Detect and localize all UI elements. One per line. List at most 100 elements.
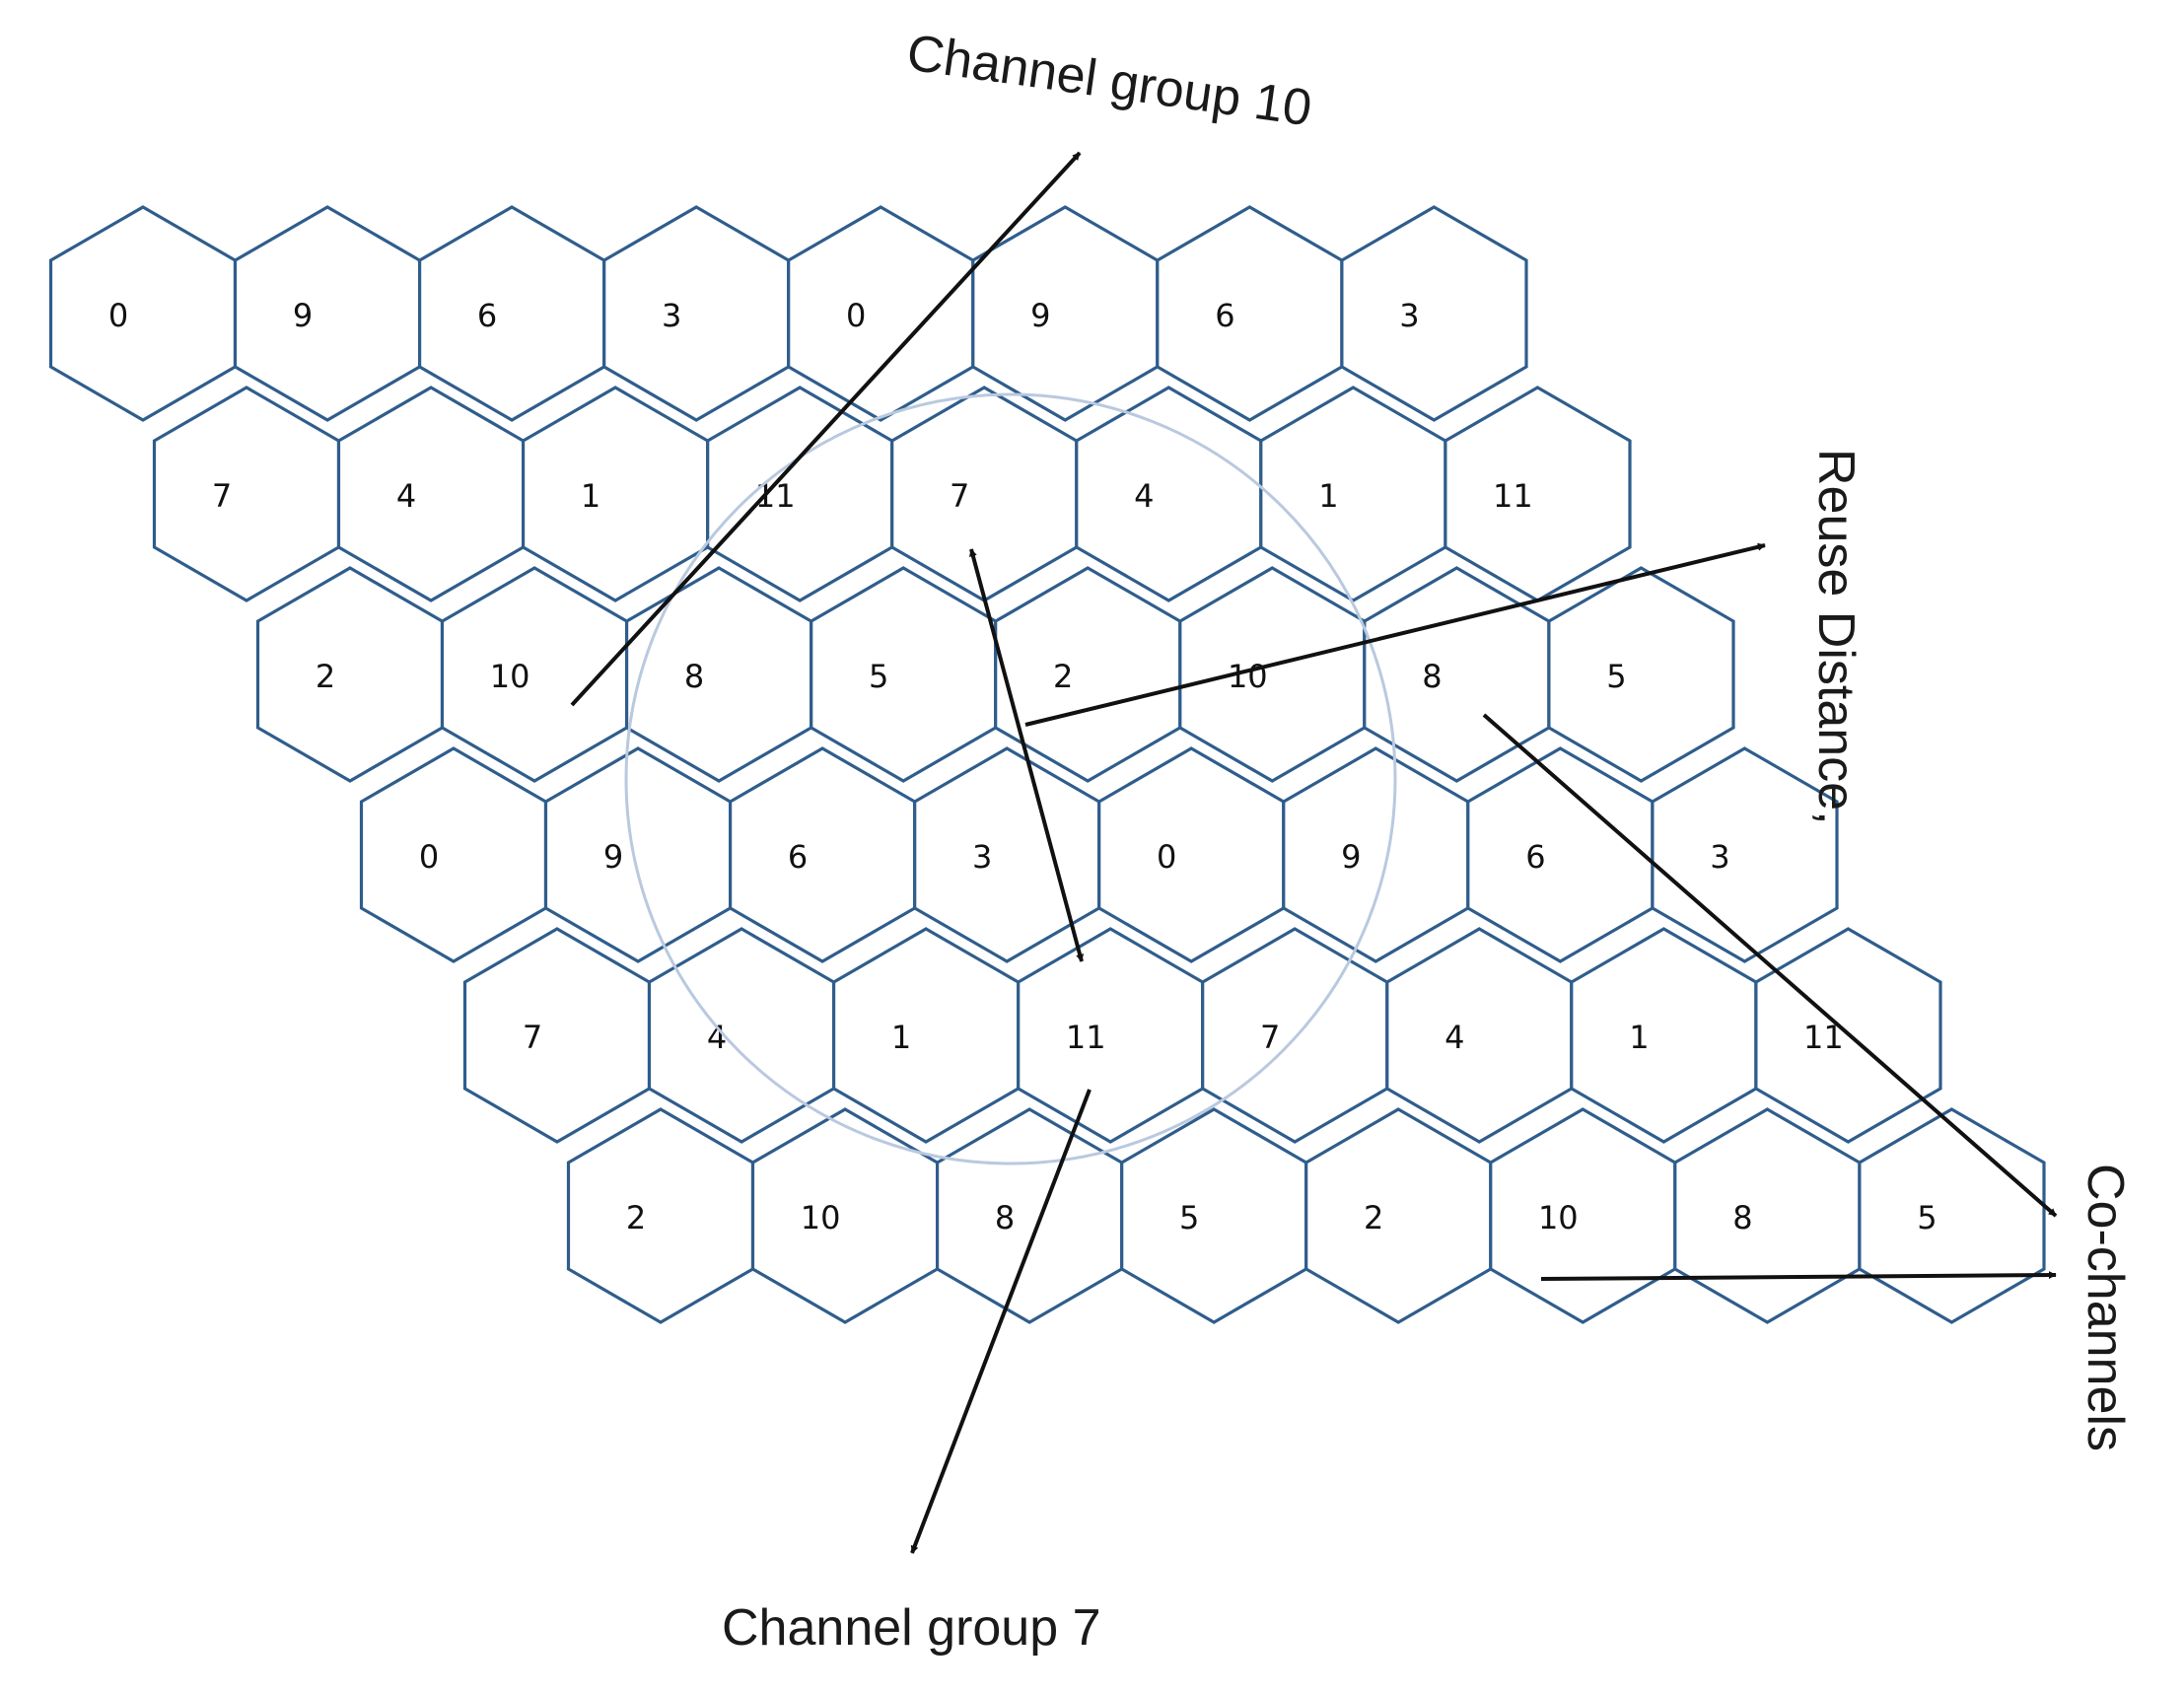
hex-cell-label: 1 xyxy=(581,477,600,515)
label-channel-group-7: Channel group 7 xyxy=(722,1599,1101,1657)
hex-cell xyxy=(233,205,422,422)
hex-cell-label: 7 xyxy=(212,477,232,515)
hex-cell xyxy=(336,386,526,602)
hex-cell-label: 7 xyxy=(950,477,969,515)
hex-cell-label: 0 xyxy=(419,838,439,876)
hex-cell-label: 6 xyxy=(477,297,497,334)
hex-cell-label: 2 xyxy=(316,658,335,695)
hex-cell xyxy=(1547,566,1735,783)
hex-cell-label: 1 xyxy=(1629,1019,1649,1056)
hex-cell-label: 7 xyxy=(1260,1019,1280,1056)
arrow-reuse-distance xyxy=(1024,542,1766,727)
hex-cell xyxy=(935,1107,1124,1324)
label-co-channels: Co-channels xyxy=(2077,1164,2134,1451)
hex-cell xyxy=(810,566,998,783)
hex-cell-label: 4 xyxy=(396,477,416,515)
hex-cell xyxy=(787,205,975,422)
hex-cell xyxy=(1651,746,1839,963)
hex-cell-label: 1 xyxy=(891,1019,911,1056)
hex-cell xyxy=(831,927,1021,1144)
hex-cell xyxy=(1156,205,1344,422)
label-reuse-distance: Reuse Distance, xyxy=(1807,449,1865,825)
hex-cell xyxy=(359,746,548,963)
hex-cell-label: 6 xyxy=(1525,838,1545,876)
hex-cell xyxy=(1282,746,1470,963)
hex-cell-label: 9 xyxy=(1341,838,1361,876)
arrow-reuse-distance-span xyxy=(968,548,1085,962)
hex-cell xyxy=(1120,1107,1308,1324)
hex-cell xyxy=(602,205,791,422)
hex-cell xyxy=(566,1107,755,1324)
hex-cell-label: 10 xyxy=(1538,1199,1579,1236)
hex-cell-label: 3 xyxy=(1710,838,1729,876)
hex-cell xyxy=(48,205,238,422)
hex-cell-label: 1 xyxy=(1318,477,1338,515)
hex-cell-label: 6 xyxy=(788,838,808,876)
hex-cell-label: 5 xyxy=(1179,1199,1199,1236)
hex-cell xyxy=(1570,927,1758,1144)
hex-cell xyxy=(890,386,1079,602)
hex-cell-label: 4 xyxy=(1134,477,1154,515)
hex-cell xyxy=(152,386,341,602)
hex-cell-label: 0 xyxy=(846,297,866,334)
hex-cell-label: 3 xyxy=(972,838,992,876)
arrow-channel-group-7 xyxy=(910,1089,1092,1554)
hex-cell-label: 3 xyxy=(662,297,681,334)
hex-cell-label: 3 xyxy=(1399,297,1419,334)
hex-cell-label: 10 xyxy=(801,1199,841,1236)
hex-cell xyxy=(1385,927,1574,1144)
hex-cell-label: 4 xyxy=(707,1019,727,1056)
hex-cell xyxy=(647,927,836,1144)
hex-cell-label: 9 xyxy=(603,838,623,876)
hex-cell-label: 5 xyxy=(869,658,888,695)
hex-cell-label: 2 xyxy=(1364,1199,1383,1236)
hex-cell xyxy=(624,566,813,783)
hex-cell xyxy=(418,205,606,422)
hex-cell xyxy=(1075,386,1263,602)
hex-cell-label: 0 xyxy=(1157,838,1176,876)
hex-cell xyxy=(728,746,917,963)
hex-cell-label: 10 xyxy=(1228,658,1268,695)
hex-cell xyxy=(521,386,710,602)
hex-cell-label: 8 xyxy=(1732,1199,1752,1236)
hex-cell-label: 11 xyxy=(1493,477,1533,515)
hex-cell xyxy=(1444,386,1632,602)
hex-cell xyxy=(1673,1107,1862,1324)
hex-cell xyxy=(1340,205,1528,422)
hex-cell xyxy=(1201,927,1389,1144)
arrow-co-channels-2 xyxy=(1540,1271,2057,1281)
hex-cell xyxy=(1858,1107,2046,1324)
hex-cell xyxy=(1304,1107,1493,1324)
hex-cell xyxy=(1178,566,1367,783)
hex-cell xyxy=(1017,927,1205,1144)
hex-cell-label: 8 xyxy=(684,658,704,695)
hex-cell xyxy=(255,566,445,783)
hex-cell-label: 2 xyxy=(626,1199,646,1236)
label-channel-group-10: Channel group 10 xyxy=(903,24,1314,137)
hex-cell xyxy=(543,746,733,963)
hex-cell xyxy=(1259,386,1447,602)
hex-cell-label: 4 xyxy=(1444,1019,1464,1056)
hex-cell xyxy=(1489,1107,1677,1324)
hex-cell-label: 10 xyxy=(490,658,530,695)
arrow-channel-group-10 xyxy=(570,151,1082,707)
hex-cell-label: 7 xyxy=(523,1019,542,1056)
hex-cell-label: 9 xyxy=(293,297,313,334)
arrows xyxy=(570,151,2058,1554)
hex-cell-label: 8 xyxy=(1422,658,1442,695)
hex-cell xyxy=(462,927,652,1144)
hex-cell xyxy=(750,1107,940,1324)
hex-cell-label: 9 xyxy=(1030,297,1050,334)
hex-cell-label: 6 xyxy=(1215,297,1234,334)
hex-cell-label: 5 xyxy=(1917,1199,1937,1236)
hex-cell-label: 2 xyxy=(1053,658,1073,695)
hex-cell xyxy=(706,386,894,602)
arrow-co-channels-1 xyxy=(1482,713,2058,1218)
hex-cell xyxy=(1097,746,1286,963)
hex-cell-label: 0 xyxy=(108,297,128,334)
hex-cell-label: 11 xyxy=(1066,1019,1106,1056)
hex-cell-label: 5 xyxy=(1606,658,1626,695)
hex-cell-label: 8 xyxy=(995,1199,1015,1236)
